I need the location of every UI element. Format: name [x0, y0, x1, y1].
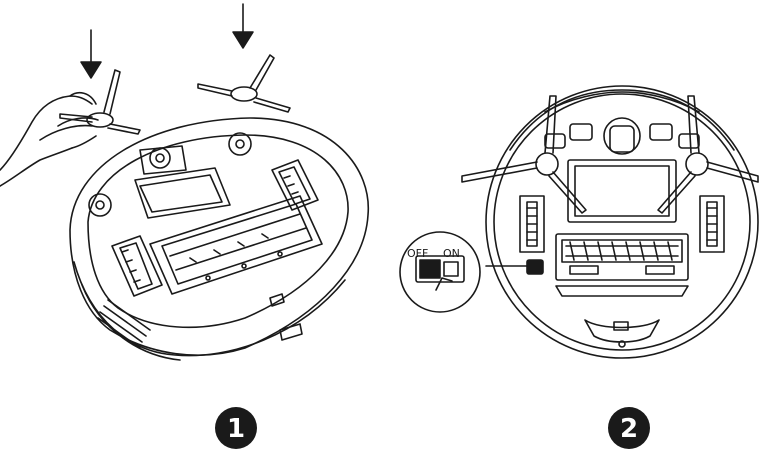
- switch-off-label: OFF: [407, 247, 428, 260]
- right-wheel: [699, 195, 725, 253]
- power-switch-icon: [399, 231, 528, 313]
- switch-on-label: ON: [443, 247, 460, 260]
- side-brush-icon: [59, 69, 141, 135]
- side-brush-icon: [657, 95, 759, 214]
- hand-icon: [0, 91, 99, 187]
- step-badge-2: [608, 407, 650, 449]
- down-arrow-icon: [80, 29, 102, 79]
- main-brush: [555, 233, 689, 297]
- step-number-2: 2: [620, 414, 638, 444]
- left-wheel: [519, 195, 545, 253]
- main-brush-housing: [149, 195, 323, 295]
- left-wheel: [111, 235, 163, 297]
- side-brush-icon: [461, 95, 587, 214]
- step-badge-1: [215, 407, 257, 449]
- robot-angled-view: [69, 117, 370, 361]
- step-number-1: 1: [227, 414, 245, 444]
- down-arrow-icon: [232, 3, 254, 49]
- robot-bottom-view: [461, 85, 759, 359]
- power-switch-slot: [526, 259, 544, 275]
- bumper-vents: [97, 299, 151, 349]
- right-wheel: [271, 159, 319, 211]
- side-brush-icon: [197, 54, 291, 113]
